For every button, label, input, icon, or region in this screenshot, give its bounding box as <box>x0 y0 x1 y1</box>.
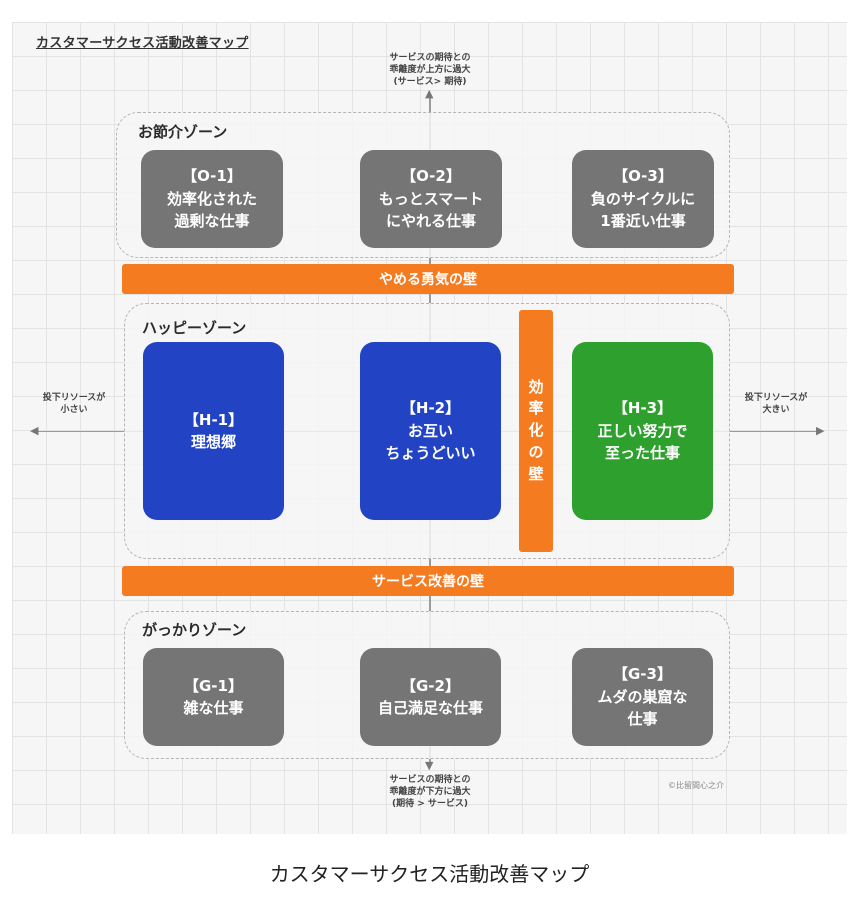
figure-caption: カスタマーサクセス活動改善マップ <box>269 862 590 886</box>
box-o1: 【O-1】効率化された過剰な仕事 <box>141 150 283 248</box>
box-g1: 【G-1】雑な仕事 <box>143 648 284 746</box>
wall-service: サービス改善の壁 <box>122 566 734 596</box>
box-o2: 【O-2】もっとスマートにやれる仕事 <box>360 150 502 248</box>
arrow-down-icon: ▼ <box>425 759 434 772</box>
arrow-up-icon: ▲ <box>425 87 434 100</box>
wall-efficiency: 効率化の壁 <box>519 310 553 552</box>
zone-label-over: お節介ゾーン <box>138 123 228 141</box>
arrow-right-icon: ▶ <box>816 424 825 437</box>
wall-quit: やめる勇気の壁 <box>122 264 734 294</box>
box-g3: 【G-3】ムダの巣窟な仕事 <box>572 648 713 746</box>
copyright-text: ©比留間心之介 <box>668 781 724 790</box>
zone-label-happy: ハッピーゾーン <box>142 319 247 337</box>
board-title: カスタマーサクセス活動改善マップ <box>36 36 249 51</box>
zone-label-disappoint: がっかりゾーン <box>142 621 247 639</box>
axis-label-top: サービスの期待との乖離度が上方に過大(サービス> 期待) <box>389 53 471 88</box>
box-h3: 【H-3】正しい努力で至った仕事 <box>572 342 713 520</box>
arrow-left-icon: ◀ <box>30 424 39 437</box>
axis-label-bottom: サービスの期待との乖離度が下方に過大(期待 > サービス) <box>389 775 471 810</box>
box-g2: 【G-2】自己満足な仕事 <box>360 648 501 746</box>
axis-label-right: 投下リソースが大きい <box>744 393 808 416</box>
box-h1: 【H-1】理想郷 <box>143 342 284 520</box>
axis-label-left: 投下リソースが小さい <box>42 393 106 416</box>
box-h2: 【H-2】お互いちょうどいい <box>360 342 501 520</box>
